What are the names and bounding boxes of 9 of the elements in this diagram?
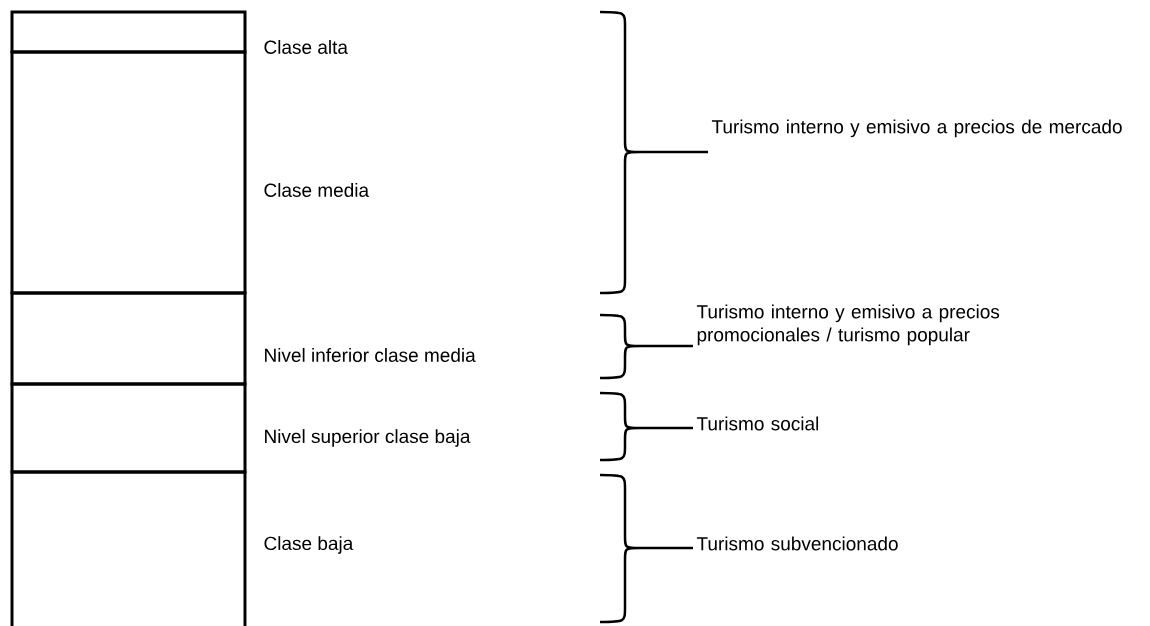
- node-label: Nivel inferior clase media: [265, 348, 476, 362]
- tourism-label: Turismo subvencionado: [696, 536, 898, 551]
- tourism-label: Turismo social: [696, 416, 819, 431]
- node-label: Clase media: [264, 183, 370, 197]
- tourism-label: Turismo interno y emisivo a precios de mercado: [711, 119, 1122, 138]
- tourism-label: Turismo interno y emisivo a precios promocionales / turismo popular: [696, 304, 1000, 346]
- node-label: Clase alta: [264, 40, 348, 54]
- node-label: Nivel superior clase baja: [265, 429, 471, 447]
- class-band: Clase alta: [10, 10, 348, 54]
